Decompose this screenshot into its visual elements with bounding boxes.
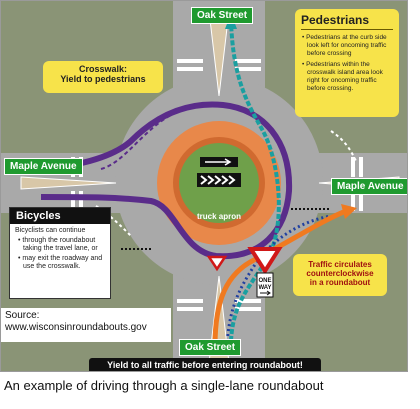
- crosswalk-callout: Crosswalk: Yield to pedestrians: [43, 61, 163, 93]
- bicycles-title: Bicycles: [10, 208, 110, 224]
- crosswalk-line1: Crosswalk:: [78, 64, 128, 74]
- crosswalk-line2: Yield to pedestrians: [60, 74, 146, 84]
- west-exit-guide: [95, 205, 132, 237]
- source-line1: Source:: [5, 310, 40, 321]
- traffic-callout: Traffic circulates counterclockwise in a…: [293, 254, 387, 296]
- bicycle-path: [225, 214, 332, 347]
- street-sign-east: Maple Avenue: [331, 178, 407, 195]
- pedestrians-bullet: • Pedestrians within the crosswalk islan…: [302, 61, 383, 92]
- west-splitter-island: [20, 176, 117, 190]
- bicycles-body: Bicyclists can continue • through the ro…: [10, 224, 110, 274]
- one-way-line2: WAY: [258, 285, 271, 291]
- pedestrians-bullet: • Pedestrians at the curb side look left…: [302, 34, 387, 57]
- large-yield-sign-icon: [247, 247, 283, 275]
- east-exit-guide: [330, 130, 357, 162]
- bicycles-item: • may exit the roadway and use the cross…: [18, 255, 103, 270]
- island-one-way-arrow-icon: [205, 158, 232, 166]
- purple-dashed-path: [100, 104, 202, 170]
- bicycles-intro: Bicyclists can continue: [15, 227, 86, 234]
- one-way-sign: [256, 272, 274, 298]
- street-sign-west: Maple Avenue: [4, 158, 83, 175]
- bicycles-callout: Bicycles Bicyclists can continue • throu…: [9, 207, 111, 299]
- figure-caption: An example of driving through a single-l…: [4, 378, 324, 393]
- one-way-arrow-icon: [260, 290, 271, 296]
- street-sign-south: Oak Street: [179, 339, 242, 356]
- small-yield-sign-icon: [206, 255, 228, 272]
- source-note: Source: www.wisconsinroundabouts.gov: [1, 308, 171, 342]
- street-sign-north: Oak Street: [191, 7, 254, 24]
- yield-banner: Yield to all traffic before entering rou…: [89, 358, 321, 371]
- pedestrians-callout: Pedestrians • Pedestrians at the curb si…: [295, 9, 399, 117]
- traffic-line2: counterclockwise: [306, 269, 374, 278]
- truck-apron-label: truck apron: [197, 212, 241, 221]
- source-line2: www.wisconsinroundabouts.gov: [5, 322, 147, 333]
- diagram-frame: truck apron ONE WAY Oak Street Oak Stree…: [0, 0, 408, 372]
- one-way-line1: ONE: [258, 278, 271, 284]
- teal-path: [229, 20, 281, 342]
- orange-arrowhead-icon: [341, 204, 357, 219]
- purple-path: [40, 101, 293, 260]
- traffic-line3: in a roundabout: [309, 278, 371, 287]
- bicycles-item: • through the roundabout taking the trav…: [18, 237, 98, 252]
- traffic-line1: Traffic circulates: [308, 260, 372, 269]
- chevron-arrows: [200, 175, 236, 185]
- pedestrians-title: Pedestrians: [301, 13, 393, 30]
